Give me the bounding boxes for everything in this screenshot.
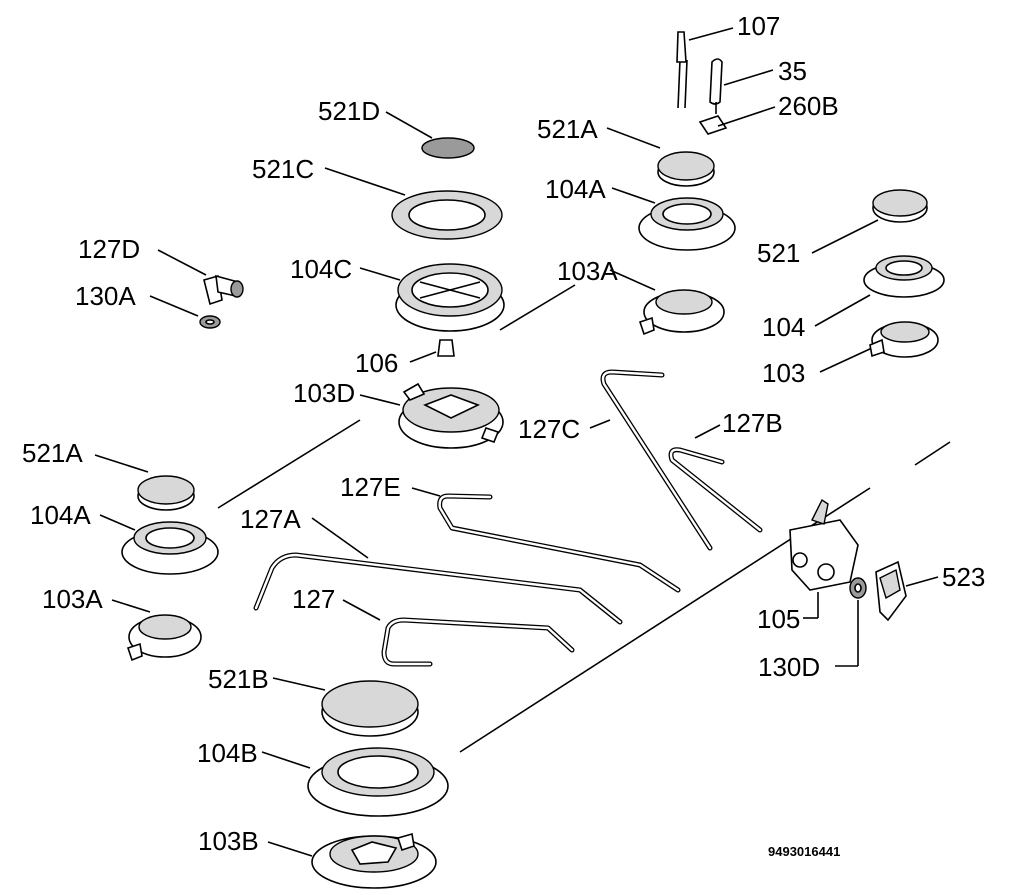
label-103b: 103B (198, 826, 259, 856)
part-104-burner (814, 255, 945, 327)
part-103d-base (359, 382, 504, 449)
part-127e-pipe (411, 487, 681, 593)
part-103b-base (267, 832, 437, 889)
label-104c: 104C (290, 254, 352, 284)
label-130d: 130D (758, 652, 820, 682)
label-127: 127 (292, 584, 335, 614)
label-260b: 260B (778, 91, 839, 121)
part-104b-burner (261, 747, 449, 817)
label-523: 523 (942, 562, 985, 592)
label-107: 107 (737, 11, 780, 41)
label-521b: 521B (208, 664, 269, 694)
part-521a-left-cap (94, 454, 195, 511)
part-103a-top-base (609, 269, 725, 336)
label-106: 106 (355, 348, 398, 378)
label-127e: 127E (340, 472, 401, 502)
part-521-cap (811, 189, 928, 254)
label-521a-top: 521A (537, 114, 598, 144)
part-103a-left-base (111, 599, 202, 662)
label-105: 105 (757, 604, 800, 634)
label-127a: 127A (240, 504, 301, 534)
label-130a: 130A (75, 281, 136, 311)
label-521: 521 (757, 238, 800, 268)
part-106-injector (409, 339, 455, 363)
part-127b-pipe (668, 424, 763, 533)
label-103d: 103D (293, 378, 355, 408)
label-521c: 521C (252, 154, 314, 184)
part-35-electrode (709, 58, 774, 114)
callout-labels: 107 35 260B 521D 521A 521C 104A 521 127D… (22, 11, 985, 859)
part-105-valve (789, 498, 859, 619)
part-521d-grill (421, 137, 475, 159)
label-521d: 521D (318, 96, 380, 126)
part-127d-elbow (157, 249, 244, 306)
part-104c-burner (359, 263, 505, 332)
label-127d: 127D (78, 234, 140, 264)
part-104a-top-burner (611, 187, 736, 251)
part-521b-cap (272, 677, 419, 737)
label-104a-top: 104A (545, 174, 606, 204)
label-127c: 127C (518, 414, 580, 444)
part-521a-top-cap (606, 127, 715, 187)
part-127a-pipe (253, 517, 623, 625)
label-104: 104 (762, 312, 805, 342)
part-127c-pipe (589, 369, 713, 551)
part-523-clip (875, 560, 939, 622)
part-130d-washer (835, 577, 867, 667)
label-521a-left: 521A (22, 438, 83, 468)
label-35: 35 (778, 56, 807, 86)
part-127-pipe (342, 599, 575, 667)
part-107-thermocouple (676, 27, 734, 109)
separator-lines (217, 284, 951, 753)
label-104b: 104B (197, 738, 258, 768)
part-130a-washer (149, 295, 221, 329)
label-104a-left: 104A (30, 500, 91, 530)
label-103a-left: 103A (42, 584, 103, 614)
part-260b-clip (698, 106, 776, 135)
drawing-number: 9493016441 (768, 844, 840, 859)
part-103-base (819, 321, 939, 373)
label-103a-top: 103A (557, 256, 618, 286)
part-521c-ring (324, 167, 503, 240)
label-103: 103 (762, 358, 805, 388)
label-127b: 127B (722, 408, 783, 438)
part-104a-left-burner (99, 514, 219, 575)
